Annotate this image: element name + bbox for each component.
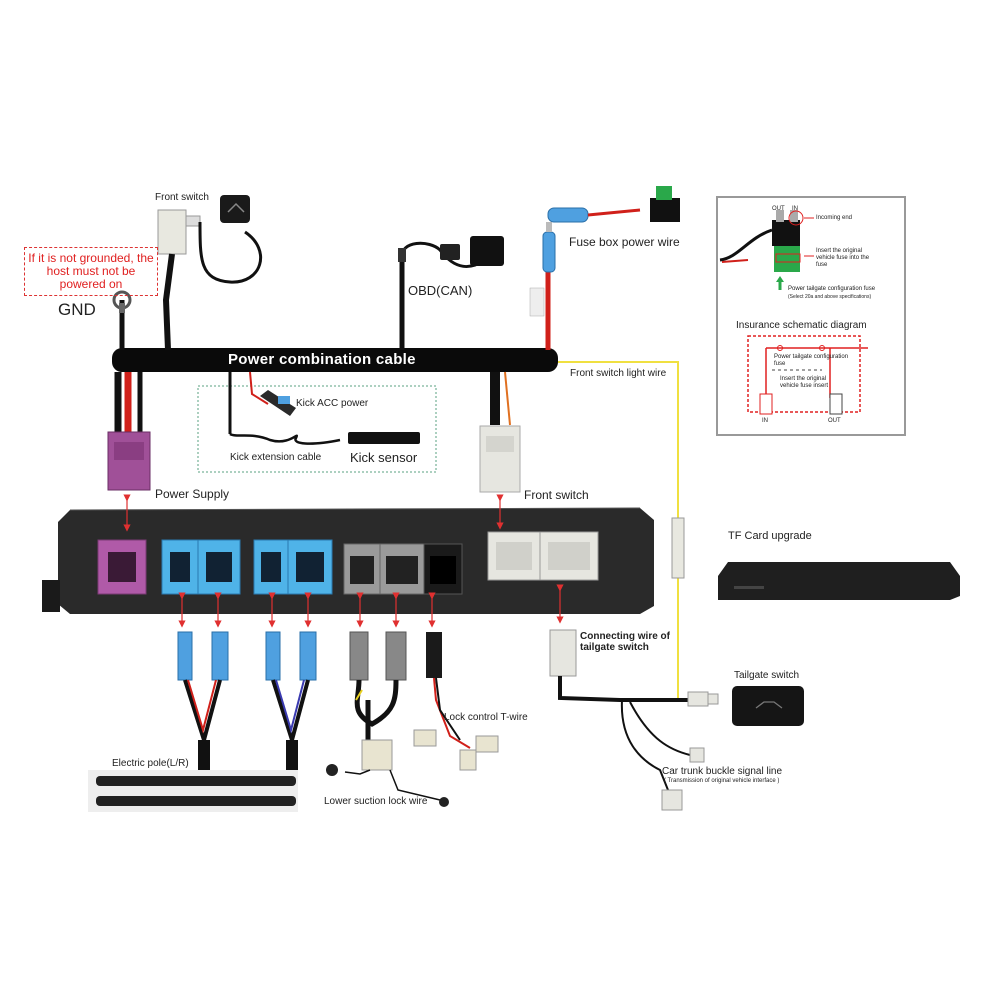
tailgate-connecting-connector: [549, 629, 690, 702]
inset-insert-note: Insert the original vehicle fuse into th…: [816, 248, 870, 268]
front-switch-loop: [198, 221, 263, 284]
label-car-trunk-buckle-sub: ( Transmission of original vehicle inter…: [664, 778, 780, 784]
label-tf-card-upgrade: TF Card upgrade: [728, 530, 812, 542]
inset-in-label: IN: [792, 206, 798, 212]
inset-schem-insert: Insert the original vehicle fuse insert: [780, 376, 829, 389]
electric-pole-rods: [88, 770, 298, 812]
label-obd: OBD(CAN): [408, 283, 473, 298]
port-pole-left-b: [197, 539, 241, 595]
electric-pole-harness: [177, 631, 317, 774]
kick-acc-fuse: [260, 390, 296, 416]
front-switch-white-connector: [479, 425, 521, 493]
inset-out-label: OUT: [772, 206, 785, 212]
port-pole-right-a: [253, 539, 289, 595]
port-power-supply: [97, 539, 147, 595]
inset-incoming-end: Incoming end: [816, 215, 853, 221]
connection-arrows: [123, 494, 564, 628]
tailgate-switch-pigtail: [687, 691, 719, 707]
grounding-warning: If it is not grounded, the host must not…: [24, 247, 158, 296]
label-lower-suction-lock-wire: Lower suction lock wire: [324, 796, 428, 807]
label-connecting-wire: Connecting wire of tailgate switch: [580, 631, 670, 653]
fuse-label-tag: [529, 287, 545, 317]
label-lock-control-t-wire: Lock control T-wire: [444, 712, 528, 723]
label-kick-sensor: Kick sensor: [350, 450, 418, 465]
port-pole-right-b: [287, 539, 333, 595]
obd-connector: [398, 236, 504, 266]
label-front-switch-top: Front switch: [155, 192, 209, 203]
kick-extension-wire: [229, 432, 341, 445]
inset-config-fuse: Power tailgate configuration fuse: [788, 286, 876, 292]
power-combination-cable-bar: [112, 348, 558, 372]
label-power-combination-cable: Power combination cable: [228, 351, 416, 368]
label-power-supply: Power Supply: [155, 487, 230, 501]
port-lower-suction-a: [343, 543, 381, 595]
label-gnd: GND: [58, 300, 96, 319]
inset-schem-in: IN: [762, 418, 768, 424]
yellow-wire-connector: [671, 517, 685, 579]
port-lower-suction-b: [379, 543, 425, 595]
kick-red-wire: [249, 371, 269, 405]
gnd-terminal: [112, 290, 132, 313]
inset-schem-out: OUT: [828, 418, 841, 424]
fuse-terminal-blue: [542, 222, 556, 273]
fuse-tap: [547, 186, 680, 223]
front-switch-top-wire: [162, 253, 175, 351]
lock-control-harness: [413, 632, 499, 771]
lower-suction-harness: [326, 631, 449, 807]
inset-config-fuse-sub: (Select 20a and above specifications): [788, 294, 872, 300]
front-switch-button: [220, 195, 250, 223]
car-trunk-buckle-line: [620, 699, 705, 811]
port-lock-control: [423, 543, 463, 595]
inset-schem-fuse: Power tailgate configuration fuse: [774, 354, 849, 367]
front-switch-orange-wire: [504, 371, 511, 426]
label-kick-extension-cable: Kick extension cable: [230, 452, 322, 463]
kick-group-box: [197, 385, 437, 473]
port-pole-left-a: [161, 539, 199, 595]
front-switch-light-wire: [558, 361, 679, 700]
port-front-switch: [487, 531, 599, 581]
fuse-inset-panel: OUT IN Incoming end Insert the original …: [716, 196, 906, 436]
tailgate-switch: [732, 686, 804, 726]
label-fuse-box-power-wire: Fuse box power wire: [569, 235, 680, 249]
label-front-switch-connector: Front switch: [524, 488, 589, 502]
label-tailgate-switch: Tailgate switch: [734, 670, 800, 681]
fuse-inset-drawing: [719, 210, 868, 415]
tf-card-module: [718, 562, 960, 600]
label-front-switch-light-wire: Front switch light wire: [570, 368, 667, 379]
inset-schematic-title: Insurance schematic diagram: [736, 320, 867, 331]
front-switch-top-connector: [157, 209, 201, 255]
label-electric-pole: Electric pole(L/R): [112, 758, 189, 769]
kick-sensor-body: [348, 432, 420, 444]
power-supply-plug: [107, 431, 151, 491]
label-kick-acc-power: Kick ACC power: [296, 398, 369, 409]
label-car-trunk-buckle: Car trunk buckle signal line: [662, 766, 783, 777]
